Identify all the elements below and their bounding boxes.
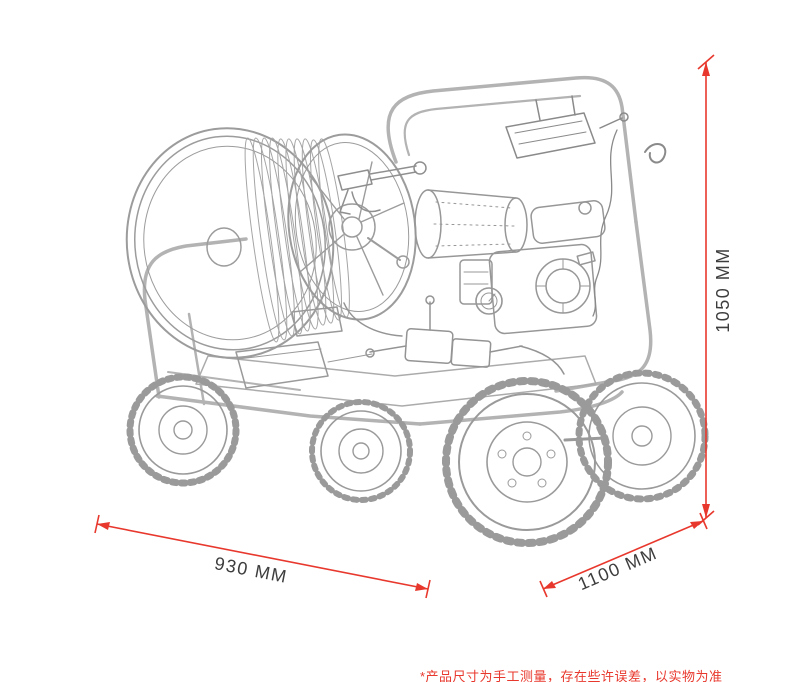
wheel-rear-center [309,399,413,503]
panel-cable-hook [505,95,667,317]
pump-assembly [343,295,565,375]
base-platform [195,355,597,407]
hose-coil [244,137,350,343]
width-dimension-label: 930 MM [213,553,289,587]
frame-tubes [142,75,653,426]
hose-reel [125,127,417,359]
height-dimension-label: 1050 MM [713,247,733,333]
machine-line-drawing [125,75,709,547]
reel-spokes [299,161,405,296]
wheel-front-right [575,369,709,503]
wheel-rear-left [126,373,240,487]
engine-assembly [414,189,606,335]
width-dimension: 930 MM [94,514,431,599]
depth-dimension-label: 1100 MM [575,543,660,594]
measurement-disclaimer: *产品尺寸为手工测量，存在些许误差，以实物为准 [420,669,723,682]
platform-boxes [235,306,373,389]
depth-dimension: 1100 MM [539,512,708,598]
spray-gun [337,161,427,215]
wheels [126,369,709,547]
